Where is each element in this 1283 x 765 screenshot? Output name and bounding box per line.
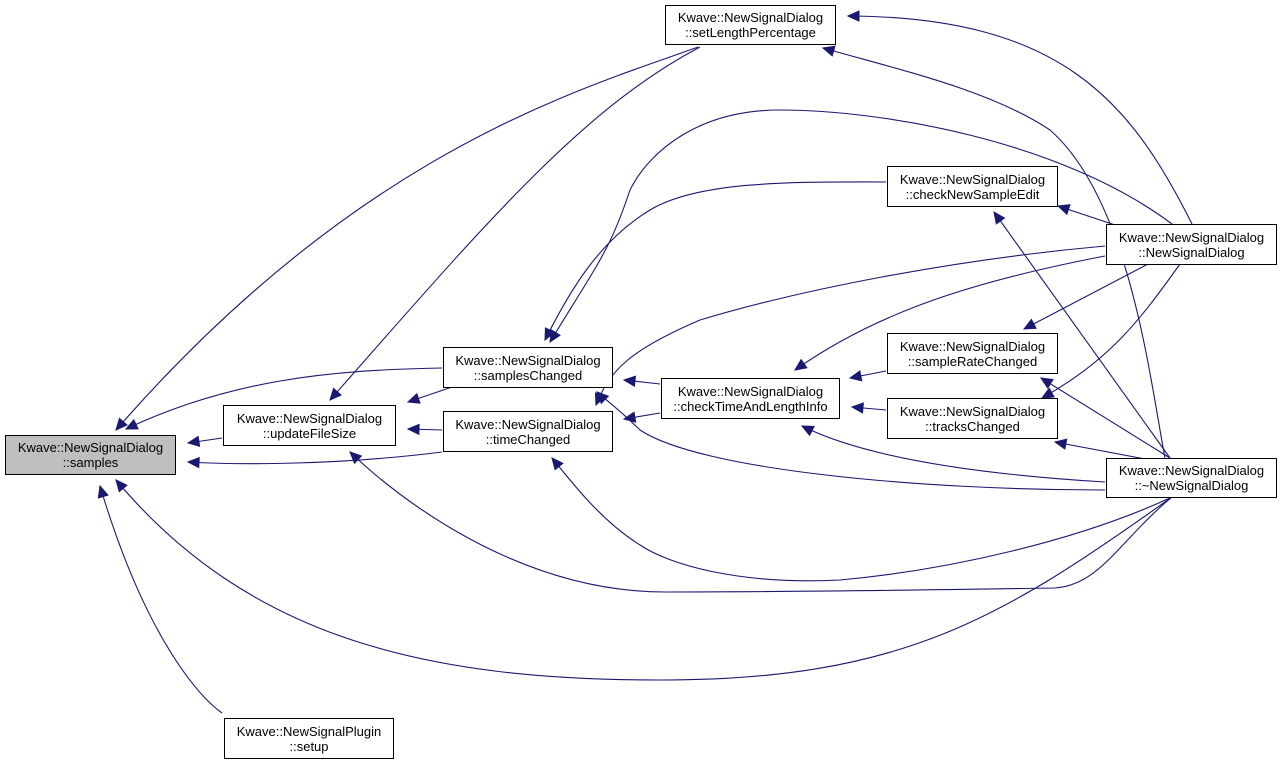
node-new-signal-dialog-dtor[interactable]: Kwave::NewSignalDialog ::~NewSignalDialo… — [1106, 458, 1277, 498]
arrowhead-dtor-to-checkTimeAndLengthInfo — [800, 425, 815, 437]
node-check-new-sample-edit-line2: ::checkNewSampleEdit — [905, 186, 1040, 202]
node-tracks-changed-line2: ::tracksChanged — [925, 418, 1020, 434]
arrowhead-ctor-to-checkNewSampleEdit — [1056, 204, 1071, 216]
arrowhead-tracksChanged-to-checkTimeAndLengthInfo — [850, 402, 864, 414]
arrowhead-timeChanged-to-updateFileSize — [406, 423, 420, 436]
node-dtor-line2: ::~NewSignalDialog — [1134, 478, 1249, 493]
node-samples: Kwave::NewSignalDialog ::samples — [5, 435, 176, 475]
node-sample-rate-changed-line1: Kwave::NewSignalDialog — [899, 338, 1046, 354]
edge-dtor-to-tracksChanged — [1054, 441, 1151, 461]
arrowhead-ctor-to-tracksChanged — [1040, 387, 1055, 399]
node-set-length-percentage-line1: Kwave::NewSignalDialog — [677, 10, 824, 25]
edge-dtor-to-updateFileSize — [349, 451, 1173, 593]
node-set-length-percentage-line2: ::setLengthPercentage — [685, 25, 816, 40]
edge-setLengthPercentage-to-updateFileSize — [329, 46, 701, 401]
edge-dtor-to-setLengthPercentage — [822, 47, 1166, 459]
node-time-changed[interactable]: Kwave::NewSignalDialog ::timeChanged — [443, 411, 613, 452]
node-update-file-size[interactable]: Kwave::NewSignalDialog ::updateFileSize — [223, 405, 396, 446]
node-ctor-line2: ::NewSignalDialog — [1138, 244, 1245, 260]
node-new-signal-dialog-ctor[interactable]: Kwave::NewSignalDialog ::NewSignalDialog — [1106, 224, 1277, 265]
node-samples-changed-line1: Kwave::NewSignalDialog — [455, 352, 601, 368]
node-setup-line1: Kwave::NewSignalPlugin — [236, 723, 382, 739]
node-tracks-changed-line1: Kwave::NewSignalDialog — [899, 403, 1046, 419]
node-sample-rate-changed-line2: ::sampleRateChanged — [907, 353, 1038, 369]
edge-dtor-to-sampleRateChanged — [1040, 377, 1171, 459]
edge-ctor-to-samplesChanged — [549, 109, 1173, 343]
arrowhead-dtor-to-tracksChanged — [1053, 438, 1068, 450]
node-tracks-changed[interactable]: Kwave::NewSignalDialog ::tracksChanged — [887, 398, 1058, 439]
arrowhead-checkTimeAndLengthInfo-to-timeChanged — [622, 411, 637, 423]
arrowhead-setup-to-samples — [97, 484, 109, 499]
arrowhead-dtor-to-samples — [115, 479, 128, 493]
node-setup-line2: ::setup — [289, 738, 329, 754]
arrowhead-dtor-to-setLengthPercentage — [821, 45, 836, 57]
node-check-new-sample-edit[interactable]: Kwave::NewSignalDialog ::checkNewSampleE… — [887, 166, 1058, 207]
arrowhead-ctor-to-setLengthPercentage — [846, 10, 860, 22]
arrowhead-timeChanged-to-samples — [186, 456, 200, 469]
edge-dtor-to-checkNewSampleEdit — [993, 211, 1171, 459]
arrowhead-setLengthPercentage-to-samples — [115, 417, 128, 431]
arrowhead-dtor-to-timeChanged — [551, 457, 564, 471]
edge-samplesChanged-to-samples — [125, 367, 443, 430]
arrowhead-sampleRateChanged-to-checkTimeAndLengthInfo — [848, 370, 863, 382]
node-check-time-and-length-info[interactable]: Kwave::NewSignalDialog ::checkTimeAndLen… — [661, 378, 840, 419]
node-dtor-line1: Kwave::NewSignalDialog — [1118, 463, 1265, 478]
arrowhead-dtor-to-sampleRateChanged — [1039, 377, 1054, 389]
node-time-changed-line1: Kwave::NewSignalDialog — [455, 416, 601, 432]
arrowhead-ctor-to-timeChanged — [594, 392, 606, 407]
node-update-file-size-line1: Kwave::NewSignalDialog — [236, 410, 383, 426]
node-update-file-size-line2: ::updateFileSize — [262, 425, 357, 441]
edge-dtor-to-timeChanged — [551, 457, 1173, 582]
edge-ctor-to-tracksChanged — [1041, 263, 1181, 399]
arrowhead-checkTimeAndLengthInfo-to-samplesChanged — [622, 375, 637, 388]
arrowhead-ctor-to-checkTimeAndLengthInfo — [794, 358, 808, 371]
arrowhead-dtor-to-checkNewSampleEdit — [993, 211, 1006, 225]
node-check-time-and-length-info-line2: ::checkTimeAndLengthInfo — [673, 398, 828, 414]
edge-ctor-to-timeChanged — [595, 245, 1106, 406]
edge-timeChanged-to-samples — [187, 451, 443, 465]
node-ctor-line1: Kwave::NewSignalDialog — [1118, 229, 1265, 245]
node-samples-line1: Kwave::NewSignalDialog — [17, 440, 164, 455]
node-sample-rate-changed[interactable]: Kwave::NewSignalDialog ::sampleRateChang… — [887, 333, 1058, 374]
node-samples-changed-line2: ::samplesChanged — [473, 367, 583, 383]
arrowhead-updateFileSize-to-samples — [186, 435, 201, 448]
edge-checkNewSampleEdit-to-samplesChanged — [544, 181, 887, 341]
node-set-length-percentage[interactable]: Kwave::NewSignalDialog ::setLengthPercen… — [665, 5, 836, 45]
arrowhead-samplesChanged-to-updateFileSize — [406, 392, 421, 404]
node-samples-changed[interactable]: Kwave::NewSignalDialog ::samplesChanged — [443, 347, 613, 388]
arrowhead-setLengthPercentage-to-updateFileSize — [329, 387, 342, 401]
arrowhead-samplesChanged-to-samples — [124, 418, 139, 430]
edge-setLengthPercentage-to-samples — [115, 46, 699, 431]
edge-dtor-to-samplesChanged — [596, 391, 1106, 491]
arrowhead-dtor-to-updateFileSize — [349, 451, 363, 465]
arrowhead-ctor-to-sampleRateChanged — [1022, 318, 1037, 330]
edge-setup-to-samples — [99, 485, 223, 714]
node-check-time-and-length-info-line1: Kwave::NewSignalDialog — [677, 383, 824, 399]
node-time-changed-line2: ::timeChanged — [485, 431, 571, 447]
node-samples-line2: ::samples — [62, 455, 119, 470]
edge-dtor-to-checkTimeAndLengthInfo — [801, 425, 1106, 483]
arrowhead-checkNewSampleEdit-to-samplesChanged — [544, 327, 556, 342]
edge-ctor-to-setLengthPercentage — [847, 15, 1193, 225]
edge-dtor-to-samples — [115, 479, 1173, 681]
arrowhead-ctor-to-samplesChanged — [549, 329, 561, 344]
edge-ctor-to-checkTimeAndLengthInfo — [794, 255, 1106, 371]
node-setup[interactable]: Kwave::NewSignalPlugin ::setup — [224, 718, 394, 759]
edge-ctor-to-sampleRateChanged — [1023, 262, 1151, 330]
node-check-new-sample-edit-line1: Kwave::NewSignalDialog — [899, 171, 1046, 187]
